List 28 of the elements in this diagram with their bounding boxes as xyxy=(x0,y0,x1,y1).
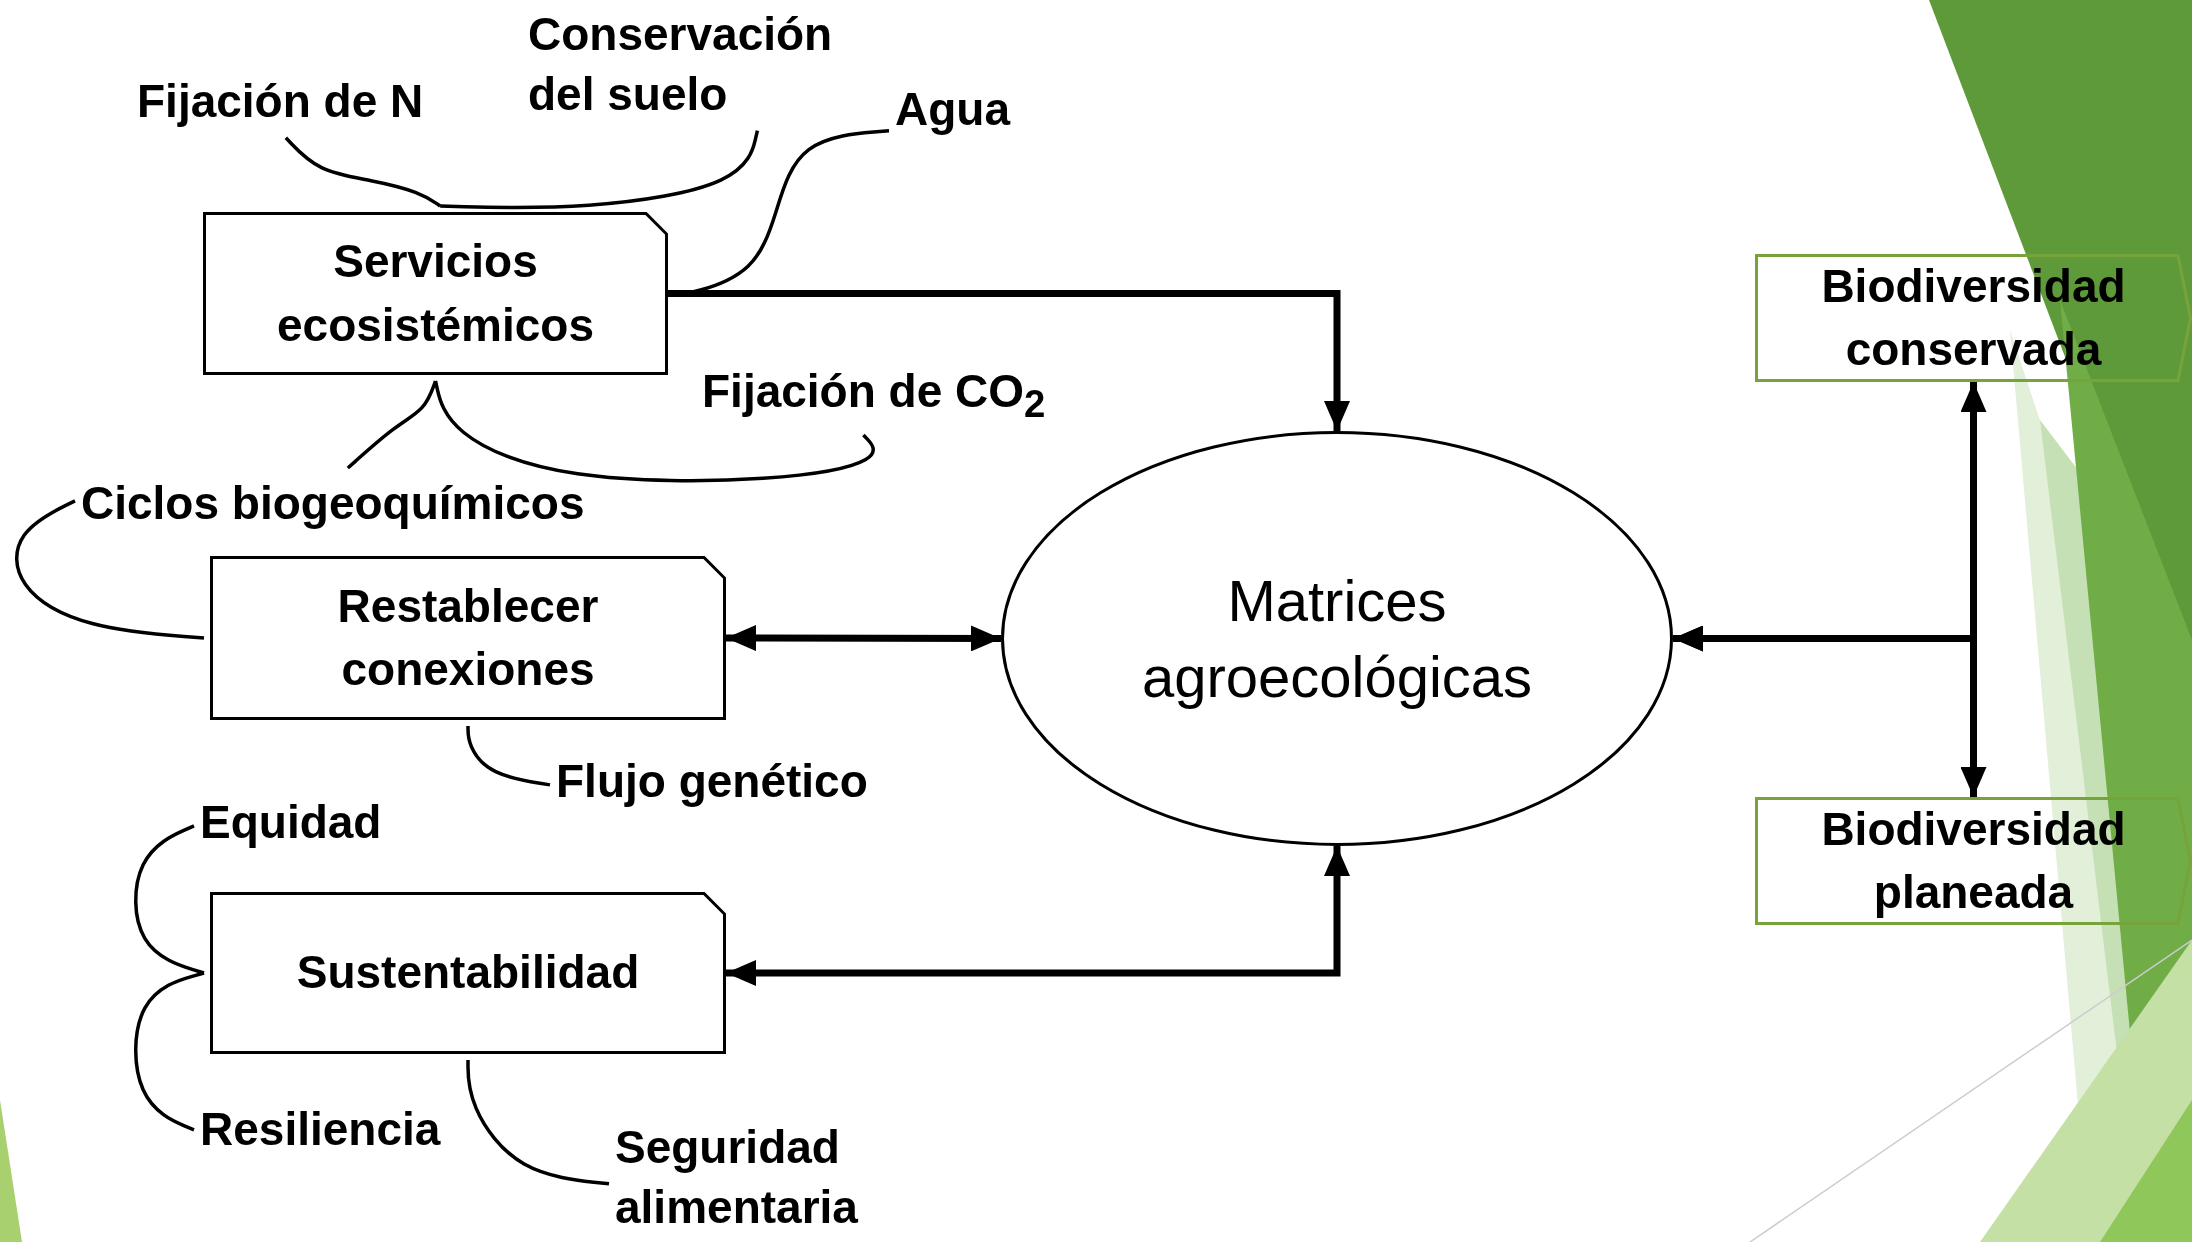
leader-label: Resiliencia xyxy=(200,1100,441,1160)
node-label: Servicios ecosistémicos xyxy=(275,234,596,353)
process-box xyxy=(210,556,726,720)
arrow xyxy=(726,625,1001,652)
leader-line xyxy=(284,136,442,208)
leader-line xyxy=(346,380,438,470)
leader-line xyxy=(466,1060,610,1186)
arrow xyxy=(668,290,1350,431)
leader-label: Equidad xyxy=(200,793,382,853)
node-label: Matrices agroecológicas xyxy=(1140,567,1534,711)
leader-line xyxy=(466,726,551,787)
arrow xyxy=(726,846,1350,986)
leader-label: Fijación de N xyxy=(137,72,424,132)
leader-line xyxy=(134,824,205,975)
process-box xyxy=(210,892,726,1054)
leader-line xyxy=(134,971,205,1132)
leader-line xyxy=(15,499,205,640)
leader-line xyxy=(433,380,875,483)
leader-label: Fijación de CO$_{2}$ xyxy=(702,362,1046,429)
leader-label: Agua xyxy=(895,80,1010,140)
node-label: Sustentabilidad xyxy=(295,945,641,1001)
leader-label: Flujo genético xyxy=(556,752,868,812)
process-box xyxy=(203,212,668,375)
ellipse-node xyxy=(1001,431,1673,846)
node-label: Restablecer conexiones xyxy=(336,578,600,697)
leader-line xyxy=(440,130,760,210)
leader-label: Ciclos biogeoquímicos xyxy=(81,474,585,534)
leader-label: Seguridad alimentaria xyxy=(615,1118,935,1238)
